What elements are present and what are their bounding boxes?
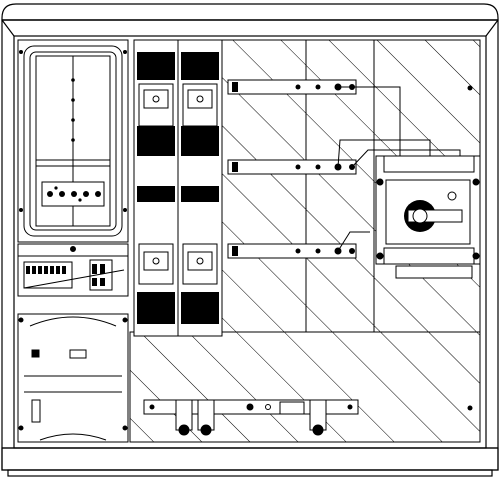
fuse-column-right <box>177 39 223 337</box>
mounting-screws <box>467 85 473 411</box>
meter-icon <box>19 50 127 212</box>
fuse-holder-icon <box>143 89 213 271</box>
cabinet-outline <box>1 3 499 477</box>
lower-left-panel <box>17 313 129 443</box>
switch-handle-icon <box>404 191 463 232</box>
terminal-block-icon <box>26 264 105 286</box>
fuse-column-left <box>133 39 179 337</box>
busbar-rows <box>227 79 357 259</box>
switch-wiring <box>337 86 461 252</box>
breaker-module <box>17 243 129 297</box>
terminal-rail <box>143 399 359 436</box>
